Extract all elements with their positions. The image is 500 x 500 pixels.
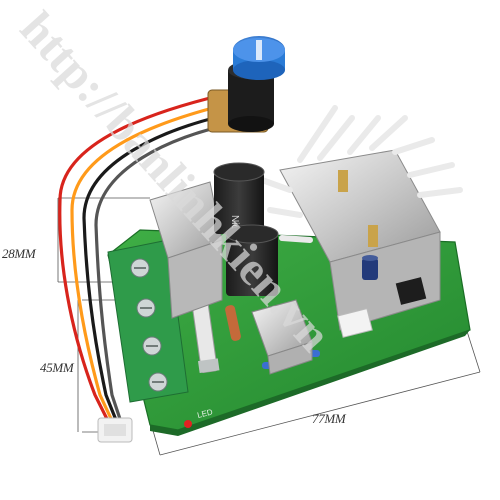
potentiometer	[207, 36, 285, 133]
small-capacitor	[362, 255, 378, 280]
heatsink-small	[251, 299, 313, 375]
wire-connector	[97, 417, 133, 443]
screw-terminal-block	[107, 239, 189, 403]
heatsink-left	[149, 181, 223, 319]
heatsink-main	[259, 105, 463, 331]
ic-chip	[395, 277, 427, 305]
led-label: LED	[196, 407, 213, 420]
wires	[58, 93, 230, 427]
electrolytic-capacitor-2	[225, 224, 279, 296]
led: LED	[184, 407, 214, 428]
white-connector	[337, 308, 373, 338]
dimension-label-length: 77MM	[312, 411, 346, 426]
dimension-label-width: 28MM	[2, 246, 36, 261]
dimension-label-height: 45MM	[40, 360, 74, 375]
